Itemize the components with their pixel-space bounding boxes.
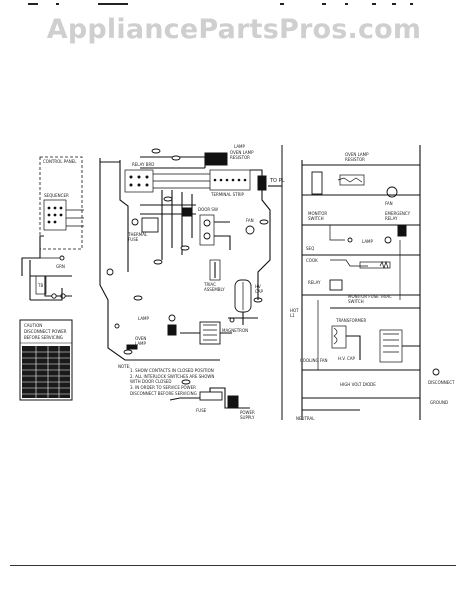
ladder-schematic: OVEN LAMP RESISTOR FAN MONITOR SWITCH EM… bbox=[290, 145, 455, 421]
svg-text:COOLING FAN: COOLING FAN bbox=[300, 358, 328, 363]
svg-text:TRIAC: TRIAC bbox=[203, 282, 216, 287]
svg-text:SEQ: SEQ bbox=[306, 246, 314, 251]
svg-text:SWITCH: SWITCH bbox=[348, 299, 364, 304]
svg-text:SUPPLY: SUPPLY bbox=[240, 415, 255, 420]
svg-text:CAUTION: CAUTION bbox=[24, 323, 42, 328]
svg-text:RESISTOR: RESISTOR bbox=[345, 157, 365, 162]
svg-text:LAMP: LAMP bbox=[362, 239, 374, 244]
svg-text:NOTE:: NOTE: bbox=[118, 364, 130, 369]
sequencer-contacts bbox=[47, 206, 63, 224]
svg-text:CAP: CAP bbox=[255, 289, 264, 294]
svg-text:THERMAL: THERMAL bbox=[127, 232, 148, 237]
svg-text:OVEN LAMP: OVEN LAMP bbox=[230, 150, 254, 155]
svg-text:MONITOR: MONITOR bbox=[308, 211, 327, 216]
svg-text:RELAY BRD: RELAY BRD bbox=[132, 162, 154, 167]
svg-text:POWER: POWER bbox=[240, 410, 255, 415]
svg-text:COOK: COOK bbox=[306, 258, 318, 263]
svg-text:NEUTRAL: NEUTRAL bbox=[296, 416, 315, 421]
site-watermark: AppliancePartsPros.com bbox=[46, 14, 422, 45]
svg-text:SEQUENCER: SEQUENCER bbox=[44, 193, 69, 198]
svg-text:OVEN: OVEN bbox=[135, 336, 146, 341]
svg-text:GRN: GRN bbox=[56, 264, 65, 269]
svg-text:TRANSFORMER: TRANSFORMER bbox=[335, 318, 367, 323]
svg-text:RELAY: RELAY bbox=[308, 280, 321, 285]
bottom-rule bbox=[10, 565, 456, 566]
svg-text:TO PL: TO PL bbox=[269, 178, 285, 184]
caution-label-table: CAUTION DISCONNECT POWER BEFORE SERVICIN… bbox=[19, 319, 73, 401]
svg-text:TB: TB bbox=[37, 283, 43, 288]
svg-text:MAGNETRON: MAGNETRON bbox=[222, 328, 248, 333]
svg-text:ASSEMBLY: ASSEMBLY bbox=[204, 287, 225, 292]
svg-text:DISCONNECT BEFORE SERVICING: DISCONNECT BEFORE SERVICING bbox=[130, 391, 197, 396]
svg-text:DISCONNECT: DISCONNECT bbox=[428, 380, 455, 385]
svg-text:FAN: FAN bbox=[385, 201, 393, 206]
svg-text:H.V. CAP: H.V. CAP bbox=[338, 356, 356, 361]
svg-text:LAMP: LAMP bbox=[135, 341, 147, 346]
svg-text:RELAY: RELAY bbox=[385, 216, 398, 221]
svg-text:FUSE: FUSE bbox=[196, 408, 207, 413]
svg-text:OVEN LAMP: OVEN LAMP bbox=[345, 152, 369, 157]
svg-text:HIGH VOLT DIODE: HIGH VOLT DIODE bbox=[340, 382, 376, 387]
svg-text:L1: L1 bbox=[290, 313, 295, 318]
svg-text:SWITCH: SWITCH bbox=[308, 216, 324, 221]
svg-text:CONTROL PANEL: CONTROL PANEL bbox=[43, 159, 77, 164]
svg-text:MONITOR FUSE TRIAC: MONITOR FUSE TRIAC bbox=[348, 294, 392, 299]
svg-text:FAN: FAN bbox=[246, 218, 254, 223]
svg-text:1. SHOW CONTACTS IN CLOSED POS: 1. SHOW CONTACTS IN CLOSED POSITION bbox=[130, 368, 214, 373]
svg-text:WITH DOOR CLOSED: WITH DOOR CLOSED bbox=[130, 379, 171, 384]
svg-text:2. ALL INTERLOCK SWITCHES ARE: 2. ALL INTERLOCK SWITCHES ARE SHOWN bbox=[130, 374, 214, 379]
svg-text:GROUND: GROUND bbox=[430, 400, 448, 405]
svg-text:DISCONNECT POWER: DISCONNECT POWER bbox=[24, 329, 67, 334]
svg-text:3. IN ORDER TO SERVICE POWER: 3. IN ORDER TO SERVICE POWER bbox=[130, 385, 196, 390]
svg-text:HOT: HOT bbox=[290, 308, 299, 313]
svg-text:FUSE: FUSE bbox=[128, 237, 139, 242]
svg-text:LAMP: LAMP bbox=[138, 316, 150, 321]
top-scan-marks bbox=[0, 0, 468, 10]
main-wiring-diagram: OVEN LAMP RESISTOR RELAY BRD TERMINAL ST… bbox=[99, 144, 285, 420]
svg-text:TERMINAL STRIP: TERMINAL STRIP bbox=[210, 192, 245, 197]
svg-text:LAMP: LAMP bbox=[234, 144, 246, 149]
svg-text:RESISTOR: RESISTOR bbox=[230, 155, 250, 160]
svg-text:EMERGENCY: EMERGENCY bbox=[385, 211, 411, 216]
svg-text:DOOR SW: DOOR SW bbox=[198, 207, 218, 212]
svg-text:BEFORE SERVICING: BEFORE SERVICING bbox=[24, 335, 63, 340]
control-panel-diagram: CONTROL PANEL SEQUENCER TB GRN bbox=[21, 156, 84, 301]
